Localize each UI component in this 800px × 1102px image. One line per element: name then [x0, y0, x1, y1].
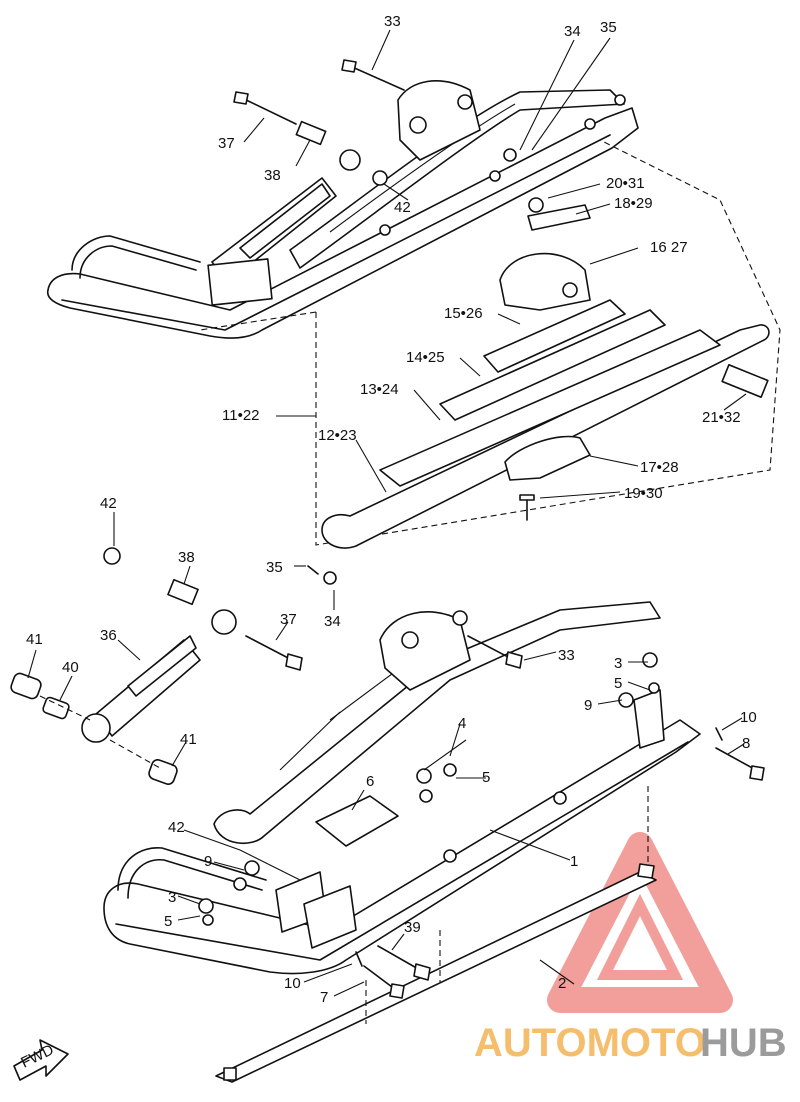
callout-35-top: 35	[600, 19, 617, 36]
callout-4: 4	[458, 715, 466, 732]
callout-16-27: 16 27	[650, 239, 688, 256]
callout-34-mid: 34	[324, 613, 341, 630]
callout-38-mid: 38	[178, 549, 195, 566]
callout-36: 36	[100, 627, 117, 644]
leader-lines	[27, 29, 747, 997]
callout-3-left: 3	[168, 889, 176, 906]
callout-10-low: 10	[284, 975, 301, 992]
shock-absorber-exploded	[10, 609, 237, 785]
callout-40: 40	[62, 659, 79, 676]
callout-42-top: 42	[394, 199, 411, 216]
callout-39: 39	[404, 919, 421, 936]
callout-12-23: 12•23	[318, 427, 357, 444]
callout-8: 8	[742, 735, 750, 752]
watermark-text: AUTOMOTO HUB	[474, 1021, 787, 1065]
callout-19-30: 19•30	[624, 485, 663, 502]
watermark-part2: HUB	[700, 1021, 787, 1065]
callout-5-left: 5	[164, 913, 172, 930]
leaf-spring-exploded	[199, 139, 781, 549]
callout-5-mid: 5	[482, 769, 490, 786]
callout-41-left: 41	[26, 631, 43, 648]
callout-33-mid: 33	[558, 647, 575, 664]
callout-33-top: 33	[384, 13, 401, 30]
callout-9-right: 9	[584, 697, 592, 714]
fwd-arrow: FWD	[13, 1039, 69, 1081]
watermark-logo	[547, 832, 733, 1013]
callout-21-32: 21•32	[702, 409, 741, 426]
callout-15-26: 15•26	[444, 305, 483, 322]
callout-37-mid: 37	[280, 611, 297, 628]
callout-5-right: 5	[614, 675, 622, 692]
callout-35-mid: 35	[266, 559, 283, 576]
callout-7: 7	[320, 989, 328, 1006]
callout-6: 6	[366, 773, 374, 790]
callout-3-right: 3	[614, 655, 622, 672]
callout-34-top: 34	[564, 23, 581, 40]
callout-42-mid: 42	[100, 495, 117, 512]
callout-10-right: 10	[740, 709, 757, 726]
callout-1: 1	[570, 853, 578, 870]
callout-14-25: 14•25	[406, 349, 445, 366]
upper-ski-assembly	[46, 59, 639, 339]
callout-37-top: 37	[218, 135, 235, 152]
callout-2: 2	[558, 975, 566, 992]
callout-20-31: 20•31	[606, 175, 645, 192]
callout-17-28: 17•28	[640, 459, 679, 476]
callout-38-top: 38	[264, 167, 281, 184]
callout-42-low: 42	[168, 819, 185, 836]
callout-labels: 33 34 35 37 38 42 20•31 18•29 16 27 15•2…	[26, 13, 757, 1006]
lower-ski-assembly	[103, 547, 765, 1083]
callout-9-left: 9	[204, 853, 212, 870]
callout-18-29: 18•29	[614, 195, 653, 212]
watermark-part1: AUTOMOTO	[474, 1021, 706, 1065]
callout-41-low: 41	[180, 731, 197, 748]
callout-13-24: 13•24	[360, 381, 399, 398]
callout-11-22: 11•22	[222, 407, 260, 424]
